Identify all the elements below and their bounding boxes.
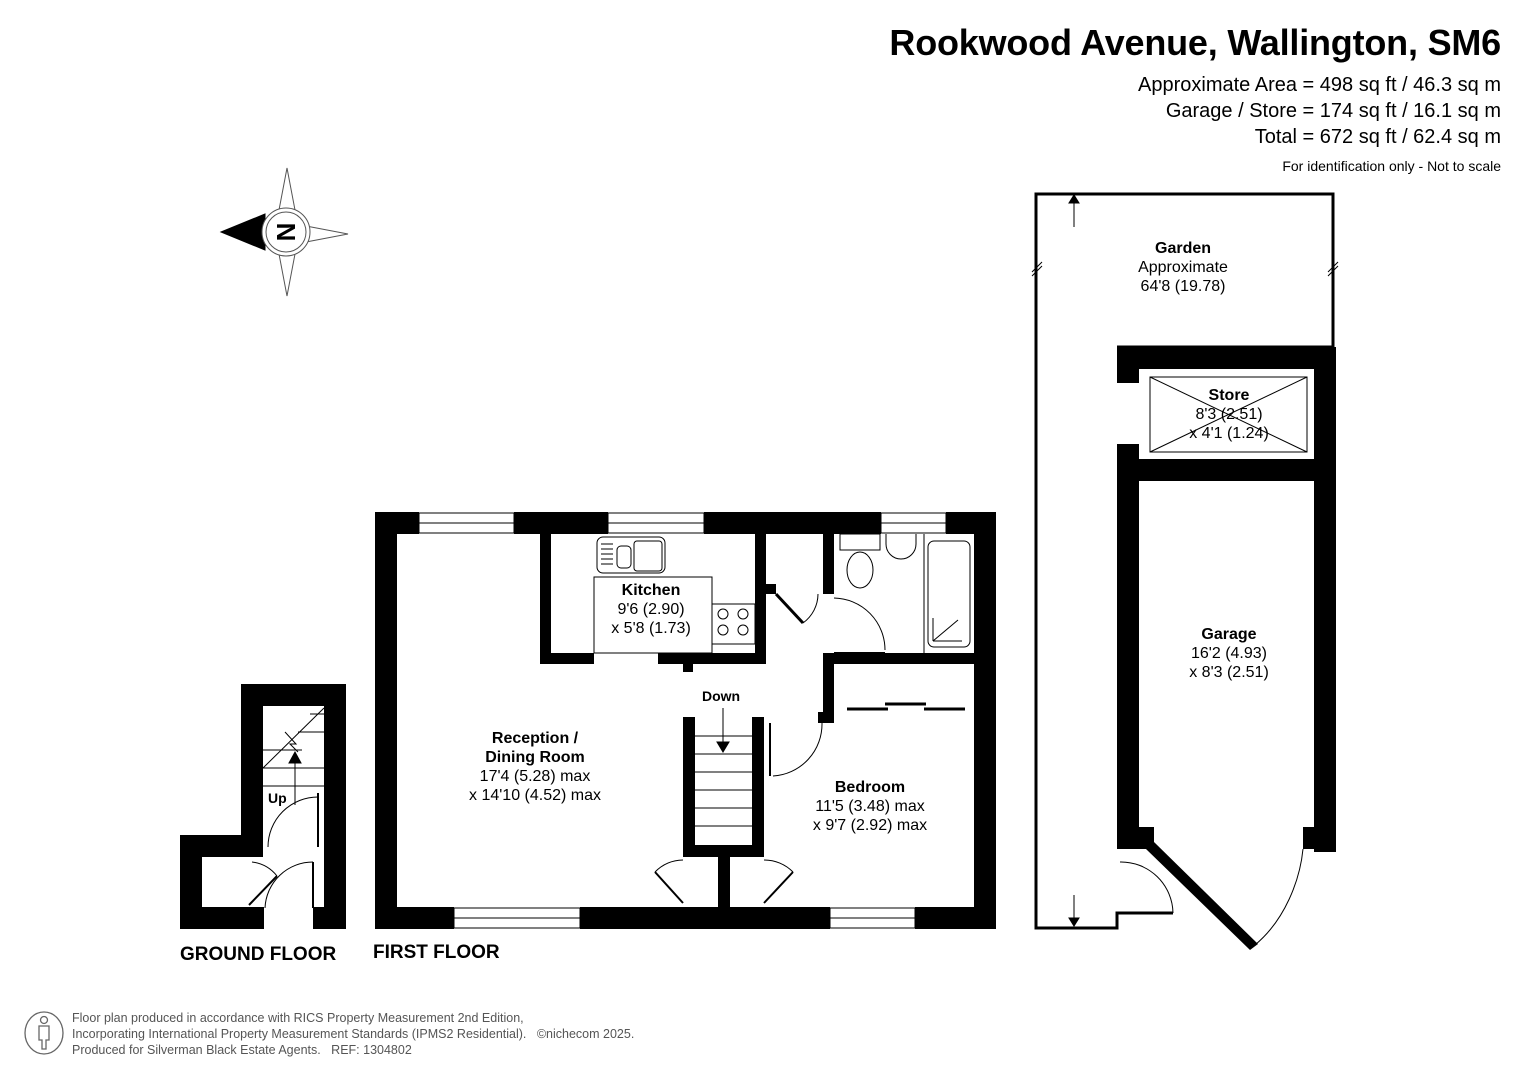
kitchen-fittings (593, 536, 756, 654)
room-bedroom: Bedroom 11'5 (3.48) max x 9'7 (2.92) max (813, 778, 927, 835)
room-dimension: Approximate (1138, 259, 1228, 276)
ground-floor-stairs-up (248, 707, 325, 909)
room-dimension: 17'4 (5.28) max (479, 768, 591, 785)
approximate-area: Approximate Area = 498 sq ft / 46.3 sq m (1138, 74, 1501, 96)
first-floor-label: FIRST FLOOR (373, 942, 500, 963)
bathroom-fittings (839, 533, 971, 653)
room-garage: Garage 16'2 (4.93) x 8'3 (2.51) (1189, 625, 1269, 682)
room-name: Reception / (491, 730, 579, 747)
north-compass-icon: N (219, 167, 349, 297)
room-dimension: 16'2 (4.93) (1190, 645, 1267, 662)
copyright: ©nichecom 2025. (536, 1027, 635, 1041)
person-logo-icon (24, 1011, 64, 1055)
store-garage-walls (1117, 347, 1336, 950)
garage-store-area: Garage / Store = 174 sq ft / 16.1 sq m (1165, 100, 1501, 122)
room-name: Kitchen (621, 582, 681, 599)
room-dimension: 64'8 (19.78) (1140, 278, 1226, 295)
room-dimension: 8'3 (2.51) (1195, 406, 1263, 423)
room-dimension: x 4'1 (1.24) (1189, 425, 1269, 442)
room-name: Bedroom (834, 779, 906, 796)
windows (418, 512, 947, 929)
ground-floor-label: GROUND FLOOR (180, 944, 337, 965)
store-fittings (1119, 376, 1308, 946)
room-reception: Reception / Dining Room 17'4 (5.28) max … (469, 729, 601, 805)
ground-floor-walls (180, 684, 346, 929)
room-name: Store (1208, 387, 1250, 404)
room-dimension: x 5'8 (1.73) (611, 620, 691, 637)
svg-text:N: N (271, 223, 301, 242)
stairs-up-label: Up (268, 790, 287, 806)
scale-note: For identification only - Not to scale (1282, 158, 1501, 174)
reference: REF: 1304802 (331, 1043, 412, 1057)
room-dimension: 9'6 (2.90) (617, 601, 685, 618)
doors (654, 592, 965, 904)
room-name: Dining Room (485, 749, 585, 766)
room-name: Garage (1201, 626, 1257, 643)
room-dimension: 11'5 (3.48) max (815, 798, 925, 815)
plan-title: Rookwood Avenue, Wallington, SM6 (889, 22, 1501, 63)
stairs-down-label: Down (702, 688, 741, 704)
total-area: Total = 672 sq ft / 62.4 sq m (1254, 126, 1501, 148)
room-garden: Garden Approximate 64'8 (19.78) (1138, 239, 1228, 296)
garden-boundary (1034, 192, 1335, 930)
stairs-down (695, 708, 752, 827)
room-store: Store 8'3 (2.51) x 4'1 (1.24) (1189, 386, 1269, 443)
room-dimension: x 14'10 (4.52) max (468, 787, 602, 804)
room-name: Garden (1154, 240, 1212, 257)
room-dimension: x 9'7 (2.92) max (812, 817, 928, 834)
room-kitchen: Kitchen 9'6 (2.90) x 5'8 (1.73) (611, 581, 691, 638)
first-floor-walls (375, 512, 996, 929)
room-dimension: x 8'3 (2.51) (1189, 664, 1269, 681)
footer-text: Floor plan produced in accordance with R… (72, 1011, 635, 1057)
